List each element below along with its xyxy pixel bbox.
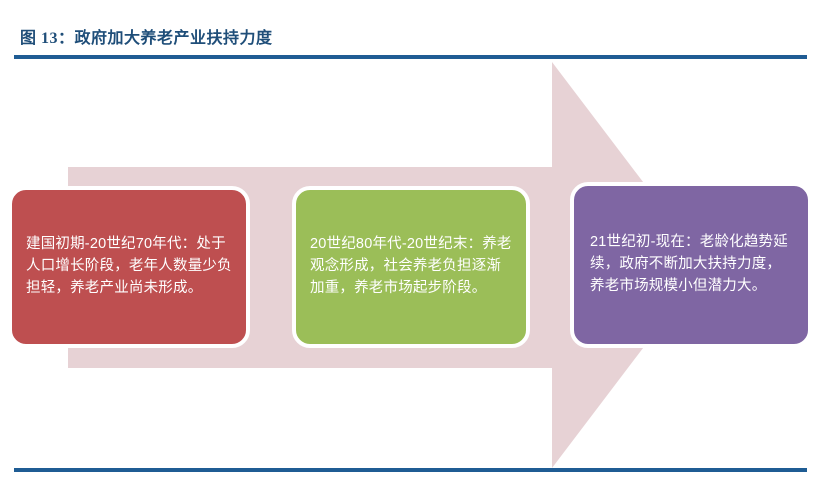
stage-2-label: 20世纪80年代-20世纪末：养老观念形成，社会养老负担逐渐加重，养老市场起步阶… xyxy=(310,236,512,296)
stage-3-label: 21世纪初-现在：老龄化趋势延续，政府不断加大扶持力度，养老市场规模小但潜力大。 xyxy=(590,234,788,294)
title-divider-top xyxy=(14,55,807,59)
stage-box-1[interactable]: 建国初期-20世纪70年代：处于人口增长阶段，老年人数量少负担轻，养老产业尚未形… xyxy=(8,186,250,348)
figure-title: 图 13：政府加大养老产业扶持力度 xyxy=(20,30,273,47)
stage-box-2[interactable]: 20世纪80年代-20世纪末：养老观念形成，社会养老负担逐渐加重，养老市场起步阶… xyxy=(292,186,530,348)
stage-1-label: 建国初期-20世纪70年代：处于人口增长阶段，老年人数量少负担轻，养老产业尚未形… xyxy=(26,236,232,296)
figure-divider-bottom xyxy=(14,468,807,472)
stage-box-3[interactable]: 21世纪初-现在：老龄化趋势延续，政府不断加大扶持力度，养老市场规模小但潜力大。 xyxy=(570,182,812,348)
